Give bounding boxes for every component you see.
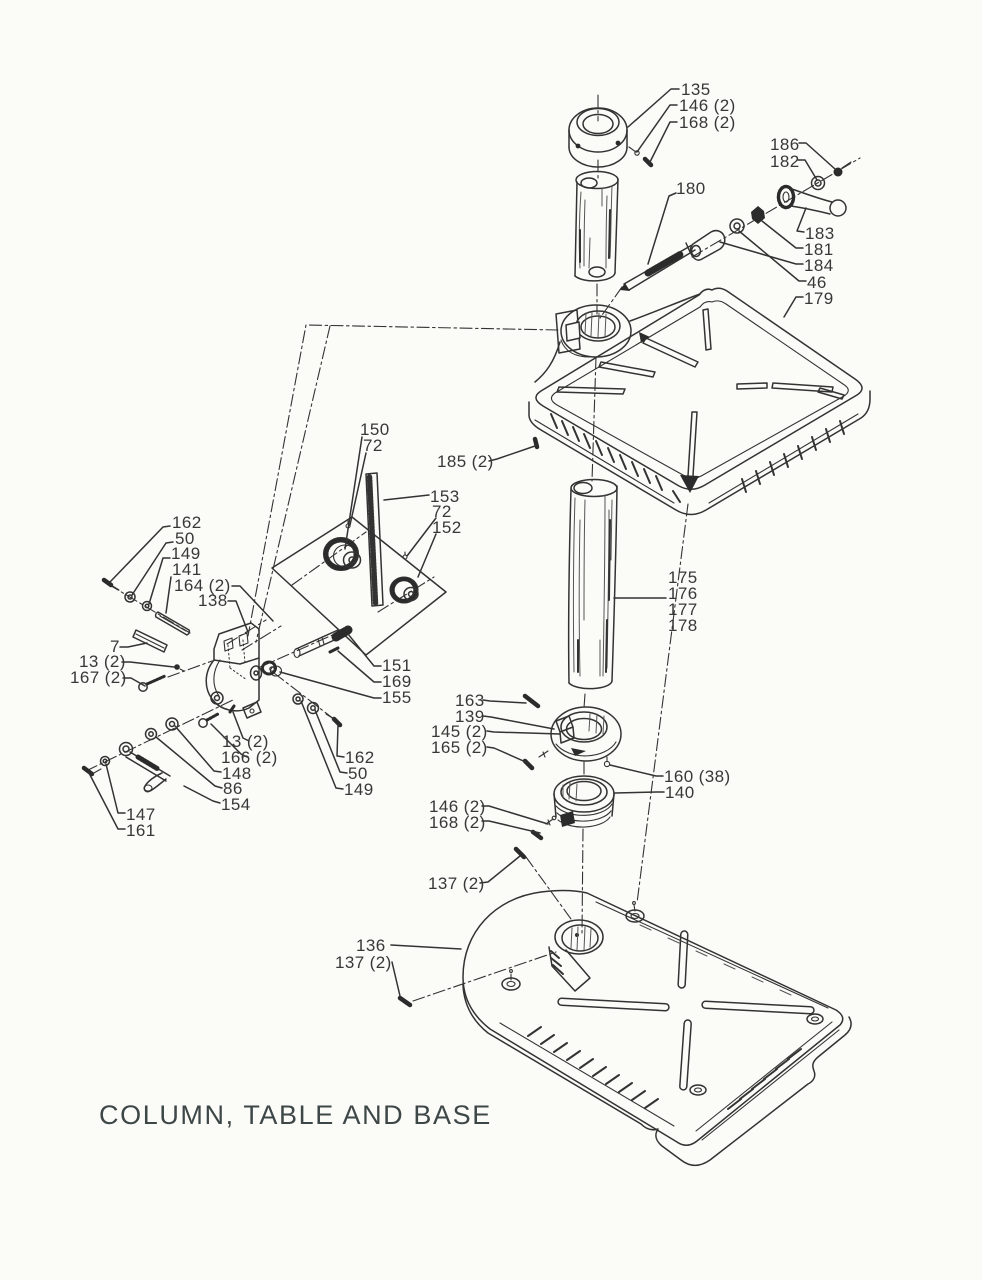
part-label-137-b: 137 (2) <box>335 953 392 972</box>
part-label-186: 186 <box>770 135 800 154</box>
column-175-178 <box>567 478 618 690</box>
part-label-164: 164 (2) <box>174 576 231 595</box>
part-label-166: 166 (2) <box>221 748 278 767</box>
part-label-180: 180 <box>676 179 706 198</box>
part-label-169: 169 <box>382 672 412 691</box>
part-label-139: 139 <box>455 707 485 726</box>
part-label-13-b: 13 (2) <box>222 732 269 751</box>
part-label-182: 182 <box>770 152 800 171</box>
figure-title: COLUMN, TABLE AND BASE <box>99 1100 492 1130</box>
part-label-161: 161 <box>126 821 156 840</box>
part-label-163: 163 <box>455 691 485 710</box>
part-label-165: 165 (2) <box>431 738 488 757</box>
elevating-worm-housing <box>205 622 353 719</box>
part-label-137-a: 137 (2) <box>428 874 485 893</box>
part-label-178: 178 <box>668 616 698 635</box>
part-label-86: 86 <box>223 779 243 798</box>
part-label-183: 183 <box>805 224 835 243</box>
part-label-149-a: 149 <box>171 544 201 563</box>
rack-and-pinion-group <box>271 472 447 656</box>
screw-rod-180 <box>620 242 696 291</box>
part-label-155: 155 <box>382 688 412 707</box>
part-label-162-a: 162 <box>172 513 202 532</box>
part-label-153: 153 <box>430 487 460 506</box>
part-label-176: 176 <box>668 584 698 603</box>
part-label-167: 167 (2) <box>70 668 127 687</box>
part-label-72-b: 72 <box>432 502 452 521</box>
part-label-154: 154 <box>221 795 251 814</box>
base-fasteners <box>397 815 557 1008</box>
upper-column-tube <box>574 170 619 282</box>
part-label-135: 135 <box>681 80 711 99</box>
part-label-150: 150 <box>360 420 390 439</box>
part-label-185: 185 (2) <box>437 452 494 471</box>
part-label-181: 181 <box>804 240 834 259</box>
part-label-146-b: 146 (2) <box>429 797 486 816</box>
part-label-141: 141 <box>172 560 202 579</box>
part-label-160: 160 (38) <box>664 767 731 786</box>
part-label-13-a: 13 (2) <box>79 652 126 671</box>
part-label-146-a: 146 (2) <box>679 96 736 115</box>
part-label-179: 179 <box>804 289 834 308</box>
part-label-140: 140 <box>665 783 695 802</box>
centerlines <box>85 94 861 1002</box>
part-label-136: 136 <box>356 936 386 955</box>
ring-140 <box>553 756 615 828</box>
part-label-145: 145 (2) <box>431 722 488 741</box>
clamp-bolt-and-crank <box>81 691 343 793</box>
part-label-162-b: 162 <box>345 748 375 767</box>
part-label-72-a: 72 <box>363 436 383 455</box>
part-label-177: 177 <box>668 600 698 619</box>
part-label-168-b: 168 (2) <box>429 813 486 832</box>
part-label-50-b: 50 <box>348 764 368 783</box>
part-label-152: 152 <box>432 518 462 537</box>
table-lock-handle-group <box>689 161 852 261</box>
table-slots <box>556 308 845 477</box>
part-label-149-b: 149 <box>344 780 374 799</box>
part-label-168-a: 168 (2) <box>679 113 736 132</box>
base-slots <box>557 930 815 1091</box>
part-label-184: 184 <box>804 256 834 275</box>
part-label-175: 175 <box>668 568 698 587</box>
table-179 <box>528 287 871 516</box>
leader-lines <box>88 88 836 997</box>
part-label-50-a: 50 <box>175 529 195 548</box>
part-label-46: 46 <box>807 273 827 292</box>
base-136 <box>462 889 852 1166</box>
collar-135 <box>568 107 654 168</box>
left-fastener-row <box>101 577 191 692</box>
part-label-138: 138 <box>198 591 228 610</box>
part-label-151: 151 <box>382 656 412 675</box>
part-label-148: 148 <box>222 764 252 783</box>
table-hub-clamp <box>534 293 701 383</box>
part-label-147: 147 <box>126 805 156 824</box>
part-label-7: 7 <box>110 637 120 656</box>
